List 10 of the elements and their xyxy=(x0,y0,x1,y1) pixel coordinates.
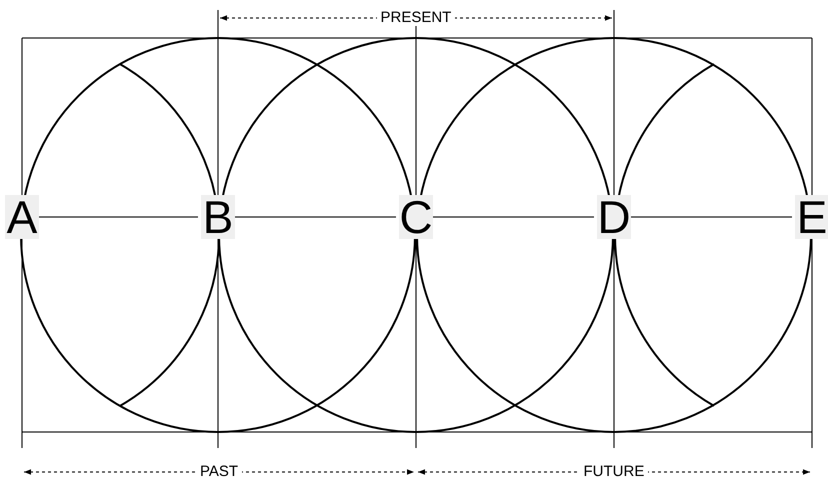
dimension-label: PRESENT xyxy=(376,10,456,26)
point-label: D xyxy=(597,195,631,239)
connecting-line xyxy=(630,216,792,218)
point-label: B xyxy=(201,195,235,239)
connecting-line xyxy=(38,216,198,218)
point-label: C xyxy=(399,195,433,239)
point-label: E xyxy=(795,195,828,239)
connecting-line xyxy=(432,216,594,218)
connecting-line xyxy=(234,216,396,218)
point-label: A xyxy=(5,195,39,239)
